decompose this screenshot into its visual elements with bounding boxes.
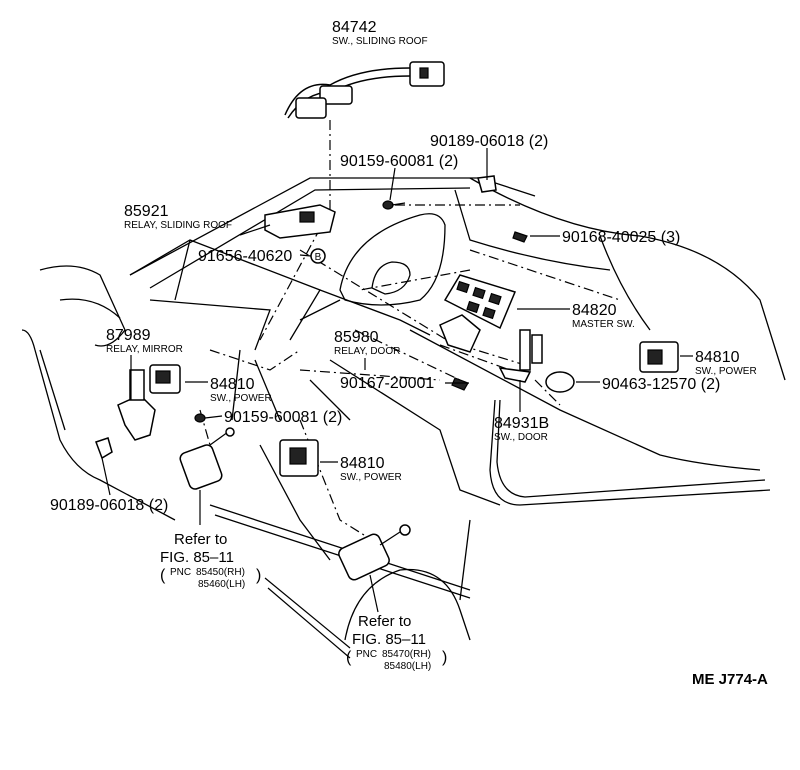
clip-90189-lower — [95, 437, 113, 460]
pnc-close-paren: ) — [256, 567, 261, 584]
reference-fig-85-11-front: Refer to FIG. 85–11 ( PNC 85450(RH) 8546… — [160, 531, 261, 590]
part-code: 91656-40620 — [198, 248, 292, 265]
part-code: 90167-20001 — [340, 375, 434, 392]
part-name: MASTER SW. — [572, 319, 635, 330]
label-85921: 85921 RELAY, SLIDING ROOF — [124, 203, 232, 231]
label-87989: 87989 RELAY, MIRROR — [106, 327, 183, 355]
power-switch-left-part — [149, 364, 181, 394]
part-name: SW., POWER — [210, 393, 272, 404]
label-90159-top: 90159-60081 (2) — [340, 153, 458, 170]
label-84810-left: 84810 SW., POWER — [210, 376, 272, 404]
part-name: SW., POWER — [695, 366, 757, 377]
pnc-close-paren: ) — [442, 649, 447, 666]
pnc-open-paren: ( — [346, 649, 352, 666]
sliding-roof-switch-part — [284, 61, 445, 119]
label-90189-lower: 90189-06018 (2) — [50, 497, 168, 514]
master-switch-part — [443, 274, 517, 330]
part-code: 84820 — [572, 302, 617, 319]
label-84810-center: 84810 SW., POWER — [340, 455, 402, 483]
pnc-lh: 85480(LH) — [384, 661, 431, 672]
part-name: RELAY, SLIDING ROOF — [124, 220, 232, 231]
reference-fig-85-11-rear: Refer to FIG. 85–11 ( PNC 85470(RH) 8548… — [346, 613, 447, 672]
clip-90189-top — [477, 175, 497, 193]
part-code: 84810 — [340, 455, 385, 472]
label-90159-lower: 90159-60081 (2) — [224, 409, 342, 426]
door-switch-part — [498, 329, 543, 383]
screw-90168 — [512, 231, 528, 243]
fig-reference: FIG. 85–11 — [352, 631, 426, 648]
label-91656: 91656-40620 — [198, 248, 292, 265]
part-name: SW., SLIDING ROOF — [332, 36, 428, 47]
b-marker: B — [310, 248, 326, 264]
part-code: 84742 — [332, 19, 377, 36]
label-84820: 84820 MASTER SW. — [572, 302, 635, 330]
bolt-90159-top — [382, 200, 406, 210]
part-name: RELAY, MIRROR — [106, 344, 183, 355]
label-84931: 84931B SW., DOOR — [494, 415, 549, 443]
pnc-rh: 85450(RH) — [196, 567, 245, 578]
label-90463: 90463-12570 (2) — [602, 376, 720, 393]
fig-reference: FIG. 85–11 — [160, 549, 234, 566]
part-name: SW., DOOR — [494, 432, 548, 443]
part-name: RELAY, DOOR — [334, 346, 400, 357]
screw-90167 — [451, 377, 469, 391]
pnc-label: PNC — [356, 649, 377, 660]
part-code: 90189-06018 (2) — [50, 497, 168, 514]
sliding-roof-relay-part — [264, 204, 336, 239]
door-relay-part — [439, 314, 481, 353]
bolt-90159-lower — [194, 413, 206, 423]
power-switch-center-part — [279, 439, 319, 477]
clip-90463 — [545, 371, 575, 393]
label-90189-top: 90189-06018 (2) — [430, 133, 548, 150]
label-84742: 84742 SW., SLIDING ROOF — [332, 19, 428, 47]
pnc-rh: 85470(RH) — [382, 649, 431, 660]
label-85980: 85980 RELAY, DOOR — [334, 329, 400, 357]
part-code: 90189-06018 (2) — [430, 133, 548, 150]
part-code: 84810 — [210, 376, 255, 393]
label-90168: 90168-40025 (3) — [562, 229, 680, 246]
b-marker-text: B — [315, 252, 322, 263]
refer-to-text: Refer to — [358, 613, 411, 630]
part-code: 85980 — [334, 329, 379, 346]
refer-to-text: Refer to — [174, 531, 227, 548]
lock-actuator-front-part — [179, 427, 235, 490]
part-name: SW., POWER — [340, 472, 402, 483]
pnc-open-paren: ( — [160, 567, 166, 584]
power-switch-right-part — [639, 341, 679, 373]
lock-actuator-rear-part — [338, 524, 411, 581]
part-code: 90159-60081 (2) — [340, 153, 458, 170]
label-84810-right: 84810 SW., POWER — [695, 349, 757, 377]
part-code: 84931B — [494, 415, 549, 432]
mirror-relay-part — [117, 369, 156, 441]
part-code: 90168-40025 (3) — [562, 229, 680, 246]
pnc-label: PNC — [170, 567, 191, 578]
pnc-lh: 85460(LH) — [198, 579, 245, 590]
part-code: 85921 — [124, 203, 169, 220]
part-code: 84810 — [695, 349, 740, 366]
part-code: 87989 — [106, 327, 151, 344]
label-90167: 90167-20001 — [340, 375, 434, 392]
diagram-id: ME J774-A — [692, 671, 768, 688]
part-code: 90159-60081 (2) — [224, 409, 342, 426]
part-code: 90463-12570 (2) — [602, 376, 720, 393]
label-leaders — [101, 148, 693, 659]
